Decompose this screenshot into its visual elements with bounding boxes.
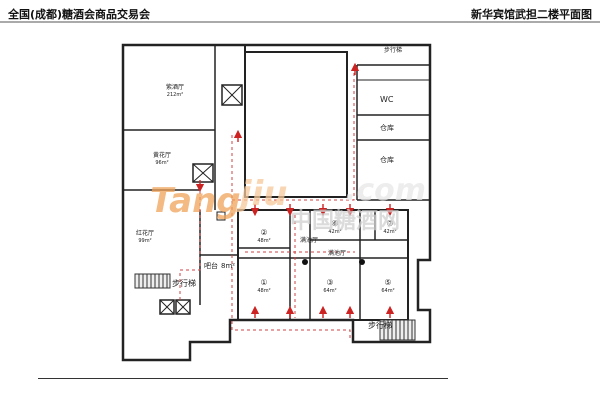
building-outline bbox=[121, 43, 432, 362]
room-2-area: 48m² bbox=[257, 238, 270, 244]
room-2-number: ② bbox=[260, 228, 267, 237]
room-1-number: ① bbox=[260, 278, 267, 287]
room-store1-name: 仓库 bbox=[380, 123, 394, 132]
room-ziyun-area: 212m² bbox=[167, 92, 183, 98]
watermark: Tang jiu .com 中国糖酒网 bbox=[150, 173, 426, 234]
atrium bbox=[244, 51, 348, 198]
room-wc-name: WC bbox=[380, 95, 394, 104]
room-5-number: ⑤ bbox=[384, 278, 391, 287]
room-6-number: ⑥ bbox=[331, 219, 338, 228]
footer-rule bbox=[38, 378, 448, 379]
room-huanghua-area: 96m² bbox=[155, 160, 168, 166]
watermark-dotcom: .com bbox=[345, 173, 426, 208]
pool-hall-vertical: 满池厅 bbox=[300, 236, 318, 244]
stairs-left-graphic bbox=[134, 273, 171, 289]
column-marker bbox=[302, 259, 308, 265]
elevator-upper bbox=[221, 84, 243, 106]
room-bar-name: 吧台 bbox=[204, 261, 218, 270]
room-honghua-name: 红花厅 bbox=[136, 229, 154, 237]
watermark-brand-jiu: jiu bbox=[235, 174, 288, 214]
room-ziyun-name: 紫酒厅 bbox=[166, 83, 184, 91]
floor-plan-title: 新华宾馆武担二楼平面图 bbox=[471, 8, 592, 21]
watermark-cn: 中国糖酒网 bbox=[290, 208, 400, 234]
room-bar-area: 8m² bbox=[221, 262, 235, 270]
column-marker bbox=[359, 259, 365, 265]
pool-hall-horizontal: 满池厅 bbox=[328, 249, 346, 257]
fair-title: 全国(成都)糖酒会商品交易会 bbox=[8, 8, 151, 21]
room-honghua-area: 99m² bbox=[138, 238, 151, 244]
room-7-number: ⑦ bbox=[386, 219, 393, 228]
watermark-brand-tang: Tang bbox=[150, 181, 241, 221]
evacuation-route bbox=[179, 65, 355, 340]
room-1-area: 48m² bbox=[257, 288, 270, 294]
elevator-lower bbox=[159, 299, 191, 315]
room-7-area: 42m² bbox=[383, 229, 396, 235]
room-3-number: ③ bbox=[326, 278, 333, 287]
stairs-left-label: 步行梯 bbox=[172, 278, 196, 288]
room-6-area: 42m² bbox=[328, 229, 341, 235]
elevator-middle bbox=[192, 163, 214, 183]
stairs-top-label: 步行梯 bbox=[384, 46, 402, 54]
room-huanghua-name: 黄花厅 bbox=[153, 151, 171, 159]
room-3-area: 64m² bbox=[323, 288, 336, 294]
room-5-area: 64m² bbox=[381, 288, 394, 294]
room-store2-name: 仓库 bbox=[380, 155, 394, 164]
exit-arrows bbox=[195, 62, 395, 318]
stairs-bottom-graphic bbox=[379, 319, 416, 341]
stairs-bottom-label: 步行梯 bbox=[368, 320, 392, 330]
